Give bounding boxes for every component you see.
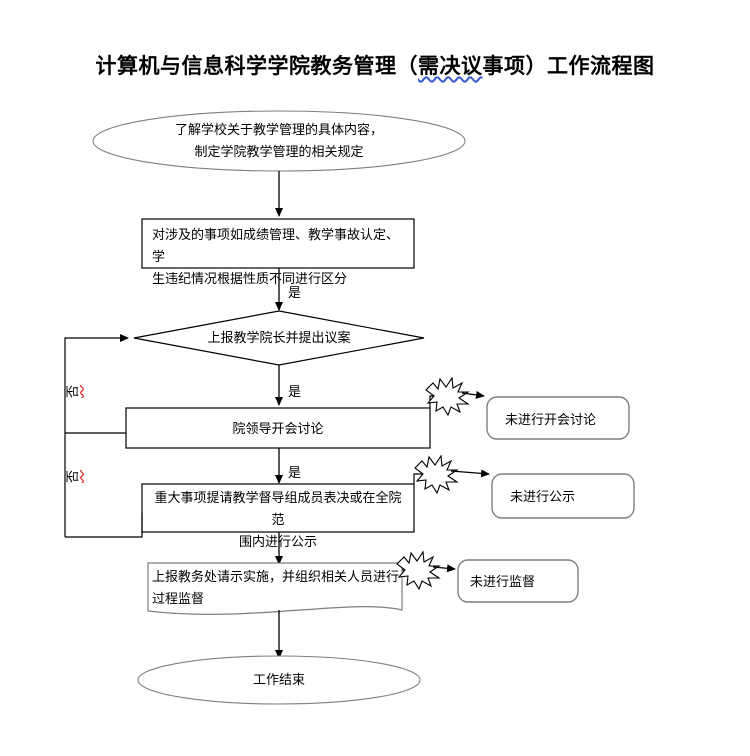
title-marked-text: 需决议	[418, 54, 483, 78]
edge-label-no-1: 否	[65, 384, 80, 398]
callout-publicity-label: 未进行公示	[510, 489, 576, 504]
callout-supervision-shape	[457, 559, 579, 603]
edge-label-no-2: 否	[65, 469, 80, 483]
burst-supervision-icon	[396, 550, 441, 591]
node-meeting-label: 院领导开会讨论	[232, 421, 324, 436]
edge-burst-to-callout-meeting	[461, 390, 485, 399]
callout-meeting-label: 未进行开会讨论	[505, 412, 597, 427]
edge-no-loop-rail	[64, 334, 129, 537]
edge-label-yes-3: 是	[288, 465, 302, 480]
burst-meeting-icon	[425, 376, 470, 417]
node-supervise-label: 上报教务处请示实施，并组织相关人员进行 过程监督	[152, 569, 400, 606]
node-vote-shape	[141, 483, 415, 533]
node-supervise-shape	[147, 562, 403, 615]
node-end-shape	[137, 655, 421, 705]
edge-label-yes-2: 是	[288, 384, 302, 399]
callout-publicity-shape	[491, 473, 635, 519]
node-classify-shape	[141, 218, 415, 269]
node-decision-label: 上报教学院长并提出议案	[207, 330, 351, 345]
burst-publicity-icon	[414, 454, 459, 495]
callout-meeting-shape	[486, 396, 630, 440]
edge-burst-to-callout-supervision	[432, 564, 456, 573]
page-title: 计算机与信息科学学院教务管理（需决议事项）工作流程图	[0, 50, 750, 80]
callout-supervision-label: 未进行监督	[470, 574, 536, 589]
title-suffix: 事项）工作流程图	[482, 54, 655, 78]
node-start-label: 了解学校关于教学管理的具体内容， 制定学院教学管理的相关规定	[174, 122, 383, 159]
edge-label-yes-1: 是	[288, 285, 302, 300]
node-vote-label: 重大事项提请教学督导组成员表决或在全院范 围内进行公示	[154, 490, 402, 549]
edge-burst-to-callout-publicity	[450, 469, 490, 478]
node-classify-label: 对涉及的事项如成绩管理、教学事故认定、学 生违纪情况根据性质不同进行区分	[152, 227, 400, 286]
edge-no-loop-vote	[65, 513, 143, 538]
node-meeting-shape	[125, 407, 431, 449]
title-prefix: 计算机与信息科学学院教务管理（	[95, 54, 418, 78]
node-end-label: 工作结束	[252, 672, 305, 687]
